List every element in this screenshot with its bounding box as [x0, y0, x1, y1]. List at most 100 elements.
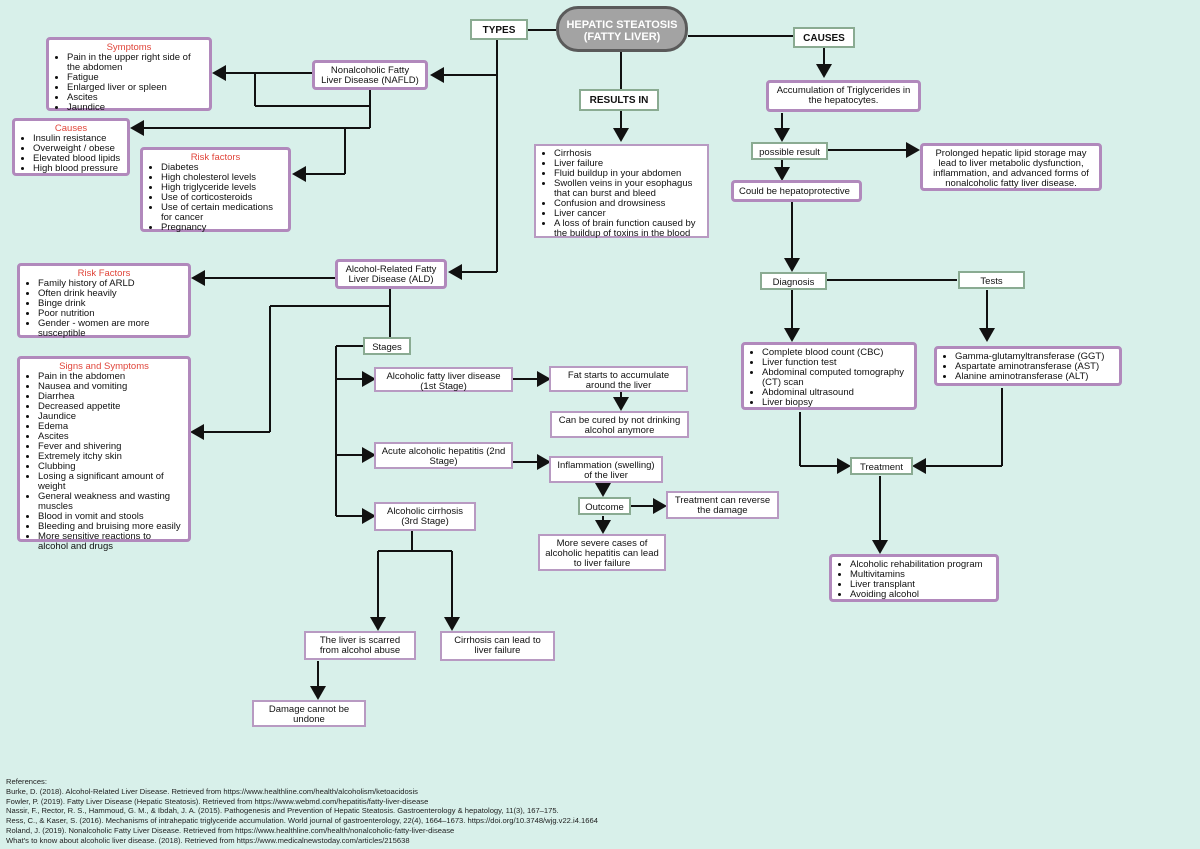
stage3-failure-box: Cirrhosis can lead to liver failure: [440, 631, 555, 661]
list-item: Diabetes: [161, 163, 283, 173]
stage2-box: Acute alcoholic hepatitis (2nd Stage): [374, 442, 513, 469]
treatment-list: Alcoholic rehabilitation program Multivi…: [837, 560, 991, 600]
list-item: Extremely itchy skin: [38, 452, 183, 462]
list-item: Ascites: [38, 432, 183, 442]
list-item: Complete blood count (CBC): [762, 348, 909, 358]
outcome-severe-box: More severe cases of alcoholic hepatitis…: [538, 534, 666, 571]
tests-label: Tests: [958, 271, 1025, 289]
diagnosis-list: Complete blood count (CBC) Liver functio…: [749, 348, 909, 408]
list-item: Avoiding alcohol: [850, 590, 991, 600]
list-item: Edema: [38, 422, 183, 432]
list-item: High blood pressure: [33, 164, 122, 174]
reference-item: Burke, D. (2018). Alcohol-Related Liver …: [6, 786, 418, 796]
list-item: Diarrhea: [38, 392, 183, 402]
references-title: References:: [6, 777, 47, 786]
list-item: Swollen veins in your esophagus that can…: [554, 179, 702, 199]
list-item: Aspartate aminotransferase (AST): [955, 362, 1114, 372]
list-item: Binge drink: [38, 299, 183, 309]
nafld-symptoms-title: Symptoms: [106, 42, 152, 53]
causes-label: CAUSES: [793, 27, 855, 48]
outcome-reverse-box: Treatment can reverse the damage: [666, 491, 779, 519]
outcome-label: Outcome: [578, 497, 631, 515]
list-item: Insulin resistance: [33, 134, 122, 144]
list-item: High cholesterol levels: [161, 173, 283, 183]
list-item: Jaundice: [67, 103, 204, 113]
reference-item: Nassir, F., Rector, R. S., Hammoud, G. M…: [6, 806, 559, 816]
list-item: Confusion and drowsiness: [554, 199, 702, 209]
nafld-risk-box: Risk factors Diabetes High cholesterol l…: [140, 147, 291, 233]
possible-result-label: possible result: [751, 142, 828, 160]
list-item: Nausea and vomiting: [38, 382, 183, 392]
tests-box: Gamma-glutamyltransferase (GGT) Aspartat…: [934, 346, 1122, 386]
list-item: Gender - women are more susceptible: [38, 319, 183, 339]
list-item: High triglyceride levels: [161, 183, 283, 193]
list-item: Cirrhosis: [554, 149, 702, 159]
list-item: Elevated blood lipids: [33, 154, 122, 164]
stage3-damage-box: Damage cannot be undone: [252, 700, 366, 727]
list-item: Alanine aminotransferase (ALT): [955, 372, 1114, 382]
nafld-symptoms-list: Pain in the upper right side of the abdo…: [54, 53, 204, 113]
reference-item: What's to know about alcoholic liver dis…: [6, 835, 410, 845]
list-item: Liver failure: [554, 159, 702, 169]
reference-item: Ress, C., & Kaser, S. (2016). Mechanisms…: [6, 816, 598, 826]
nafld-causes-list: Insulin resistance Overweight / obese El…: [20, 134, 122, 174]
list-item: Overweight / obese: [33, 144, 122, 154]
page-title: HEPATIC STEATOSIS (FATTY LIVER): [556, 6, 688, 52]
stage1-cure-box: Can be cured by not drinking alcohol any…: [550, 411, 689, 438]
list-item: Abdominal ultrasound: [762, 388, 909, 398]
nafld-box: Nonalcoholic Fatty Liver Disease (NAFLD): [312, 60, 428, 90]
types-label: TYPES: [470, 19, 528, 40]
list-item: Liver cancer: [554, 209, 702, 219]
list-item: Poor nutrition: [38, 309, 183, 319]
list-item: Clubbing: [38, 462, 183, 472]
diagnosis-label: Diagnosis: [760, 272, 827, 290]
list-item: Pain in the upper right side of the abdo…: [67, 53, 204, 73]
hepatoprotective-box: Could be hepatoprotective: [731, 180, 862, 202]
list-item: Alcoholic rehabilitation program: [850, 560, 991, 570]
list-item: Family history of ARLD: [38, 279, 183, 289]
stage2-result-box: Inflammation (swelling) of the liver: [549, 456, 663, 483]
list-item: Jaundice: [38, 412, 183, 422]
list-item: General weakness and wasting muscles: [38, 492, 183, 512]
results-label: RESULTS IN: [579, 89, 659, 111]
nafld-causes-title: Causes: [54, 123, 88, 134]
prolonged-storage-box: Prolonged hepatic lipid storage may lead…: [920, 143, 1102, 191]
list-item: Often drink heavily: [38, 289, 183, 299]
list-item: Use of corticosteroids: [161, 193, 283, 203]
results-list: Cirrhosis Liver failure Fluid buildup in…: [541, 149, 702, 239]
ald-signs-box: Signs and Symptoms Pain in the abdomen N…: [17, 356, 191, 552]
ald-risk-list: Family history of ARLD Often drink heavi…: [25, 279, 183, 339]
list-item: Gamma-glutamyltransferase (GGT): [955, 352, 1114, 362]
ald-box: Alcohol-Related Fatty Liver Disease (ALD…: [335, 259, 447, 289]
list-item: Fever and shivering: [38, 442, 183, 452]
list-item: More sensitive reactions to alcohol and …: [38, 532, 183, 552]
list-item: Ascites: [67, 93, 204, 103]
stages-label: Stages: [363, 337, 411, 355]
reference-item: Roland, J. (2019). Nonalcoholic Fatty Li…: [6, 825, 455, 835]
list-item: Blood in vomit and stools: [38, 512, 183, 522]
list-item: Liver biopsy: [762, 398, 909, 408]
results-box: Cirrhosis Liver failure Fluid buildup in…: [534, 144, 709, 239]
ald-risk-box: Risk Factors Family history of ARLD Ofte…: [17, 263, 191, 339]
nafld-causes-box: Causes Insulin resistance Overweight / o…: [12, 118, 130, 176]
list-item: Losing a significant amount of weight: [38, 472, 183, 492]
list-item: A loss of brain function caused by the b…: [554, 219, 702, 239]
list-item: Liver transplant: [850, 580, 991, 590]
stage3-scarred-box: The liver is scarred from alcohol abuse: [304, 631, 416, 660]
stage3-box: Alcoholic cirrhosis (3rd Stage): [374, 502, 476, 531]
nafld-symptoms-box: Symptoms Pain in the upper right side of…: [46, 37, 212, 113]
accumulation-box: Accumulation of Triglycerides in the hep…: [766, 80, 921, 112]
list-item: Decreased appetite: [38, 402, 183, 412]
list-item: Fluid buildup in your abdomen: [554, 169, 702, 179]
ald-risk-title: Risk Factors: [77, 268, 131, 279]
list-item: Enlarged liver or spleen: [67, 83, 204, 93]
list-item: Liver function test: [762, 358, 909, 368]
nafld-risk-title: Risk factors: [190, 152, 241, 163]
treatment-label: Treatment: [850, 457, 913, 475]
stage1-result-box: Fat starts to accumulate around the live…: [549, 366, 688, 392]
ald-signs-title: Signs and Symptoms: [59, 361, 149, 372]
list-item: Multivitamins: [850, 570, 991, 580]
tests-list: Gamma-glutamyltransferase (GGT) Aspartat…: [942, 352, 1114, 382]
list-item: Bleeding and bruising more easily: [38, 522, 183, 532]
